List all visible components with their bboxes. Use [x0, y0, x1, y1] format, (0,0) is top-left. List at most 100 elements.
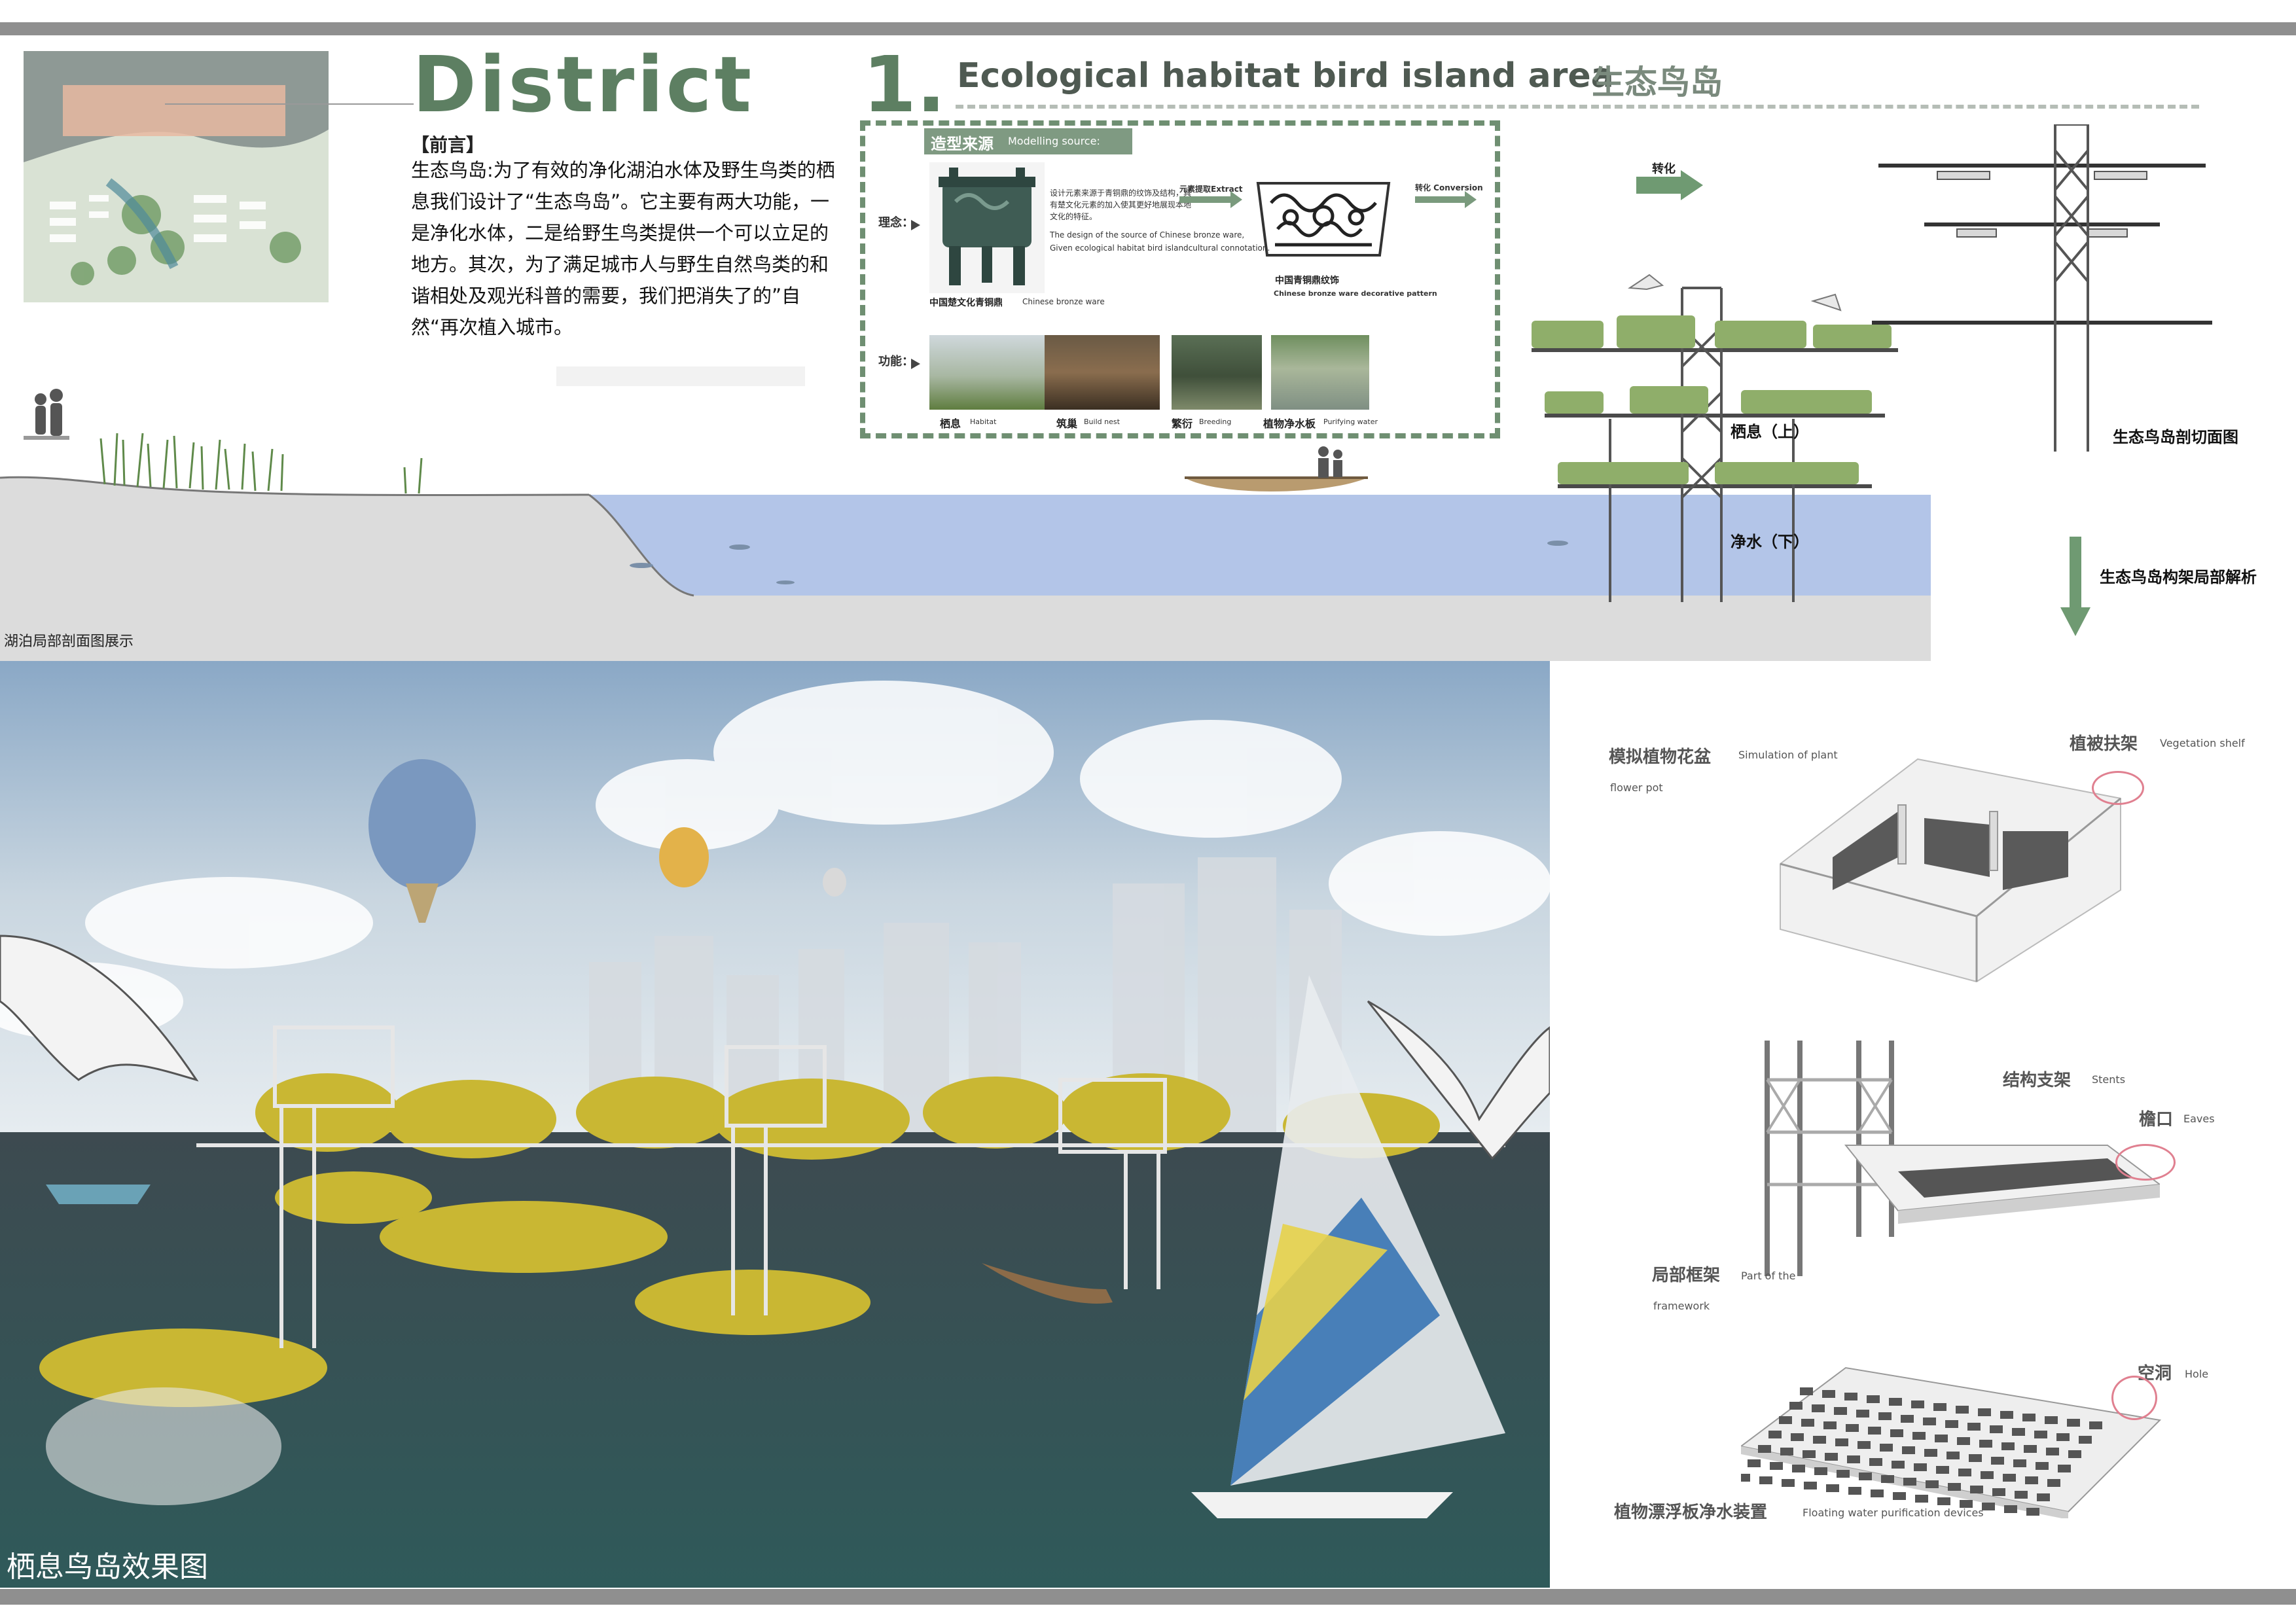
conversion-arrow-head: [1465, 191, 1477, 208]
stent-frame-diagram: [1741, 1041, 2160, 1276]
grid-hole: [2001, 1442, 2015, 1450]
flower-pot-diagram: [1754, 733, 2134, 995]
grid-hole: [2046, 1448, 2059, 1455]
grid-hole: [2012, 1428, 2025, 1436]
grid-hole: [1902, 1446, 1915, 1454]
grid-hole: [1937, 1497, 1950, 1505]
grid-hole: [1826, 1484, 1839, 1492]
grid-hole: [1741, 1474, 1750, 1482]
modelling-title-cn: 造型来源: [931, 135, 994, 153]
grid-hole: [2034, 1431, 2047, 1438]
grid-hole: [1991, 1457, 2004, 1465]
bronze-ware-image: [929, 162, 1045, 293]
frame-analysis-label: 生态鸟岛构架局部解析: [2100, 568, 2257, 586]
grid-hole: [1780, 1448, 1793, 1455]
grid-hole: [1967, 1423, 1981, 1431]
function-arrow: [911, 359, 920, 369]
grid-hole: [1892, 1461, 1905, 1469]
grid-hole: [1881, 1475, 1894, 1483]
grid-hole: [2047, 1479, 2060, 1487]
modelling-title-tab: [924, 128, 1132, 154]
grid-hole: [1792, 1465, 1805, 1472]
grid-hole: [1789, 1402, 1803, 1410]
function-nest-cn: 筑巢: [1056, 418, 1078, 430]
grid-hole: [2056, 1433, 2070, 1441]
grid-hole: [1804, 1482, 1817, 1489]
island-section-label: 生态鸟岛剖切面图: [2113, 428, 2238, 446]
grid-hole: [2025, 1476, 2038, 1484]
grid-hole: [1837, 1470, 1850, 1478]
grid-hole: [1800, 1387, 1813, 1395]
pattern-caption-cn: 中国青铜鼎纹饰: [1275, 276, 1339, 286]
bronze-caption-en: Chinese bronze ware: [1022, 297, 1105, 306]
grid-hole: [1893, 1492, 1906, 1500]
concept-arrow: [911, 220, 920, 230]
grid-hole: [1992, 1488, 2005, 1496]
grid-hole: [1889, 1398, 1902, 1406]
island-cut-section-diagram: [1872, 124, 2212, 452]
modelling-source-panel: [860, 120, 1500, 438]
modelling-title-en: Modelling source:: [1008, 135, 1100, 147]
grid-hole: [2045, 1416, 2058, 1424]
eaves-highlight-circle: [2115, 1144, 2176, 1181]
frame-label-cn: 局部框架: [1652, 1266, 1721, 1285]
design-description-en-2: Given ecological habitat bird islandcult…: [1050, 243, 1270, 253]
title-en: Ecological habitat bird island area: [957, 56, 1614, 96]
site-plan-graphic: [24, 51, 329, 302]
float-label-cn: 植物漂浮板净水装置: [1614, 1503, 1768, 1522]
grid-hole: [2089, 1421, 2102, 1429]
grid-hole: [1759, 1476, 1772, 1484]
grid-hole: [1912, 1432, 1926, 1440]
frame-label-en-1: Part of the: [1741, 1270, 1796, 1282]
conversion-arrow: [1415, 196, 1466, 203]
island-section-diagram: [1505, 262, 1957, 602]
grid-hole: [1856, 1410, 1869, 1418]
grid-hole: [1936, 1466, 1949, 1474]
grid-hole: [1791, 1433, 1804, 1441]
grid-hole: [1903, 1478, 1916, 1486]
grid-hole: [1915, 1495, 1928, 1503]
water-lower-label: 净水（下）: [1731, 533, 1809, 551]
function-habitat-cn: 栖息: [940, 418, 961, 430]
grid-hole: [1779, 1416, 1792, 1424]
frame-label-en-2: framework: [1653, 1300, 1710, 1312]
floating-device-diagram: [1741, 1348, 2173, 1518]
pot-label-cn: 模拟植物花盆: [1609, 747, 1712, 767]
grid-hole: [1801, 1419, 1814, 1427]
lake-section: [0, 366, 1931, 661]
function-photo-breeding: [1172, 335, 1262, 410]
grid-hole: [1926, 1480, 1939, 1488]
grid-hole: [1848, 1487, 1861, 1495]
grid-hole: [1901, 1415, 1914, 1423]
grid-hole: [1857, 1441, 1871, 1449]
down-arrow-head: [2060, 607, 2090, 636]
grid-hole: [1748, 1459, 1761, 1467]
district-number: 1.: [863, 39, 946, 130]
hole-label-en: Hole: [2185, 1368, 2209, 1380]
grid-hole: [1823, 1421, 1837, 1429]
shelf-highlight-circle: [2092, 771, 2144, 805]
shelf-label-en: Vegetation shelf: [2160, 737, 2245, 749]
float-label-en: Floating water purification devices: [1803, 1507, 1984, 1519]
grid-hole: [2004, 1505, 2017, 1513]
function-breeding-en: Breeding: [1199, 418, 1232, 426]
bottom-border-bar: [0, 1589, 2296, 1605]
grid-hole: [1859, 1472, 1872, 1480]
grid-hole: [2013, 1459, 2026, 1467]
grid-hole: [1822, 1390, 1835, 1398]
grid-hole: [2067, 1419, 2080, 1427]
grid-hole: [1758, 1445, 1771, 1453]
grid-hole: [1847, 1455, 1860, 1463]
grid-hole: [1969, 1454, 1982, 1462]
eaves-label-cn: 檐口: [2139, 1110, 2174, 1130]
grid-hole: [1935, 1435, 1948, 1442]
top-border-bar: [0, 22, 2296, 35]
grid-hole: [1990, 1425, 2003, 1433]
function-photo-purifying: [1271, 335, 1369, 410]
function-breeding-cn: 繁衍: [1172, 418, 1193, 430]
grid-hole: [1946, 1452, 1960, 1459]
pot-label-en-1: Simulation of plant: [1738, 749, 1838, 761]
grid-hole: [1880, 1444, 1893, 1452]
function-purifying-en: Purifying water: [1323, 418, 1378, 426]
grid-hole: [1869, 1458, 1882, 1466]
